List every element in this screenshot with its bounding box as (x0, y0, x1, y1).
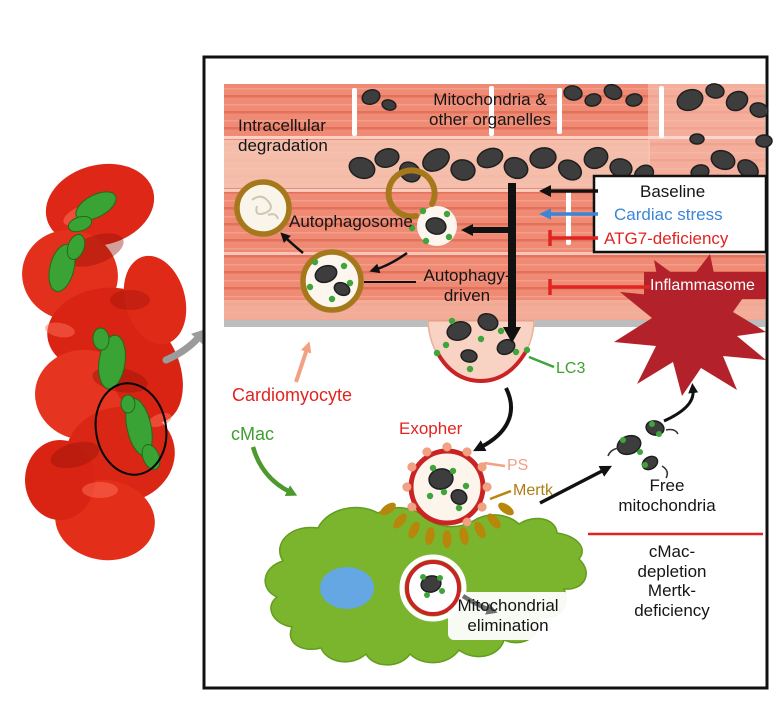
lc3-dots (408, 207, 453, 245)
phagophore (385, 167, 457, 246)
budding-exopher-pocket (427, 312, 535, 384)
lc3-dots (426, 464, 470, 512)
autophagosome-to-degradation-arrow (280, 232, 304, 254)
heart-tissue-3d (22, 163, 207, 561)
atg7-inhibition-bar (548, 230, 598, 246)
mertk-receptors (380, 502, 514, 548)
inflammasome-burst (614, 254, 766, 396)
zoom-arrow (162, 328, 207, 364)
intercalated-discs (352, 86, 664, 245)
lc3-pointer-line (528, 355, 555, 369)
elimination-pointer-arrow (461, 594, 498, 615)
mitochondria-band (348, 83, 773, 184)
cmac-pointer-arrow (250, 446, 298, 497)
ps-pointer-line (483, 461, 506, 468)
autophagosome-vesicle (300, 249, 364, 313)
phagophore-to-autophagosome-arrow (369, 251, 408, 274)
inflammasome-inhibition-bar (548, 279, 650, 295)
pocket-to-exopher-arrow (473, 387, 513, 452)
macrophage-cell (264, 506, 587, 666)
cmac-patches-3d (48, 191, 161, 470)
mertk-pointer-line (489, 489, 512, 501)
nucleus (320, 567, 374, 609)
autophagolysosome (234, 179, 292, 237)
phagosome (399, 554, 467, 622)
lc3-dots (433, 317, 531, 373)
exopher-vesicle (402, 442, 512, 527)
cardiomyocyte-pointer-arrow (294, 341, 312, 383)
free-mito-to-inflammasome-arrow (663, 383, 699, 423)
exopher-to-free-mito-arrow (539, 465, 612, 505)
annotation-circle (94, 382, 168, 476)
flow-arrows (250, 183, 699, 505)
lc3-dots (306, 258, 354, 303)
free-mitochondria-cluster (607, 420, 679, 479)
ps-dots (402, 442, 492, 527)
legend-box (592, 174, 768, 254)
